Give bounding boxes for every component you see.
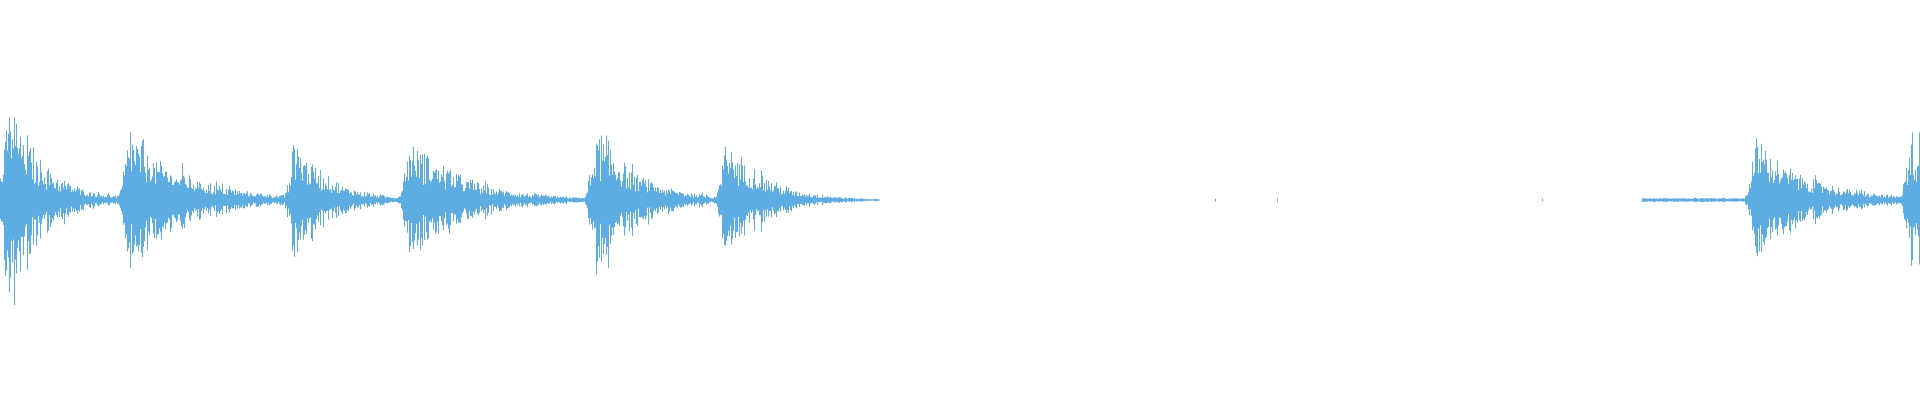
- waveform-samples: [0, 117, 1920, 306]
- waveform-path: [0, 117, 1920, 306]
